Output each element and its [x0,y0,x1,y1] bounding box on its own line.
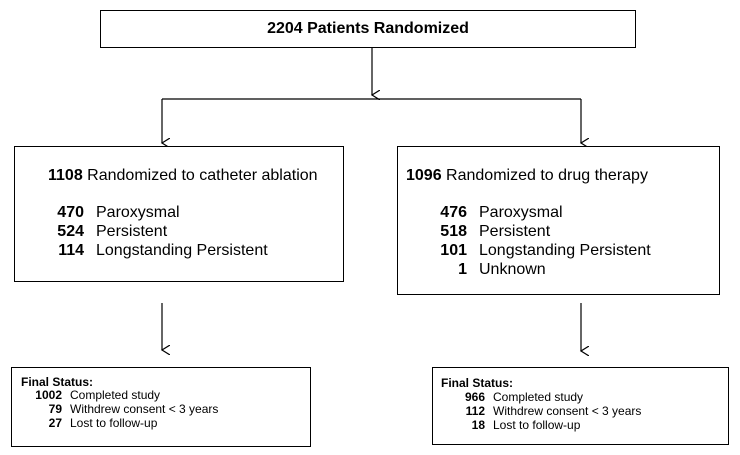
randomized-total-box: 2204 Patients Randomized [100,10,636,48]
drug-arm-label: Randomized to drug therapy [446,167,648,184]
ablation-arm-count: 1108 [48,167,83,184]
ablation-arm-box: 1108 Randomized to catheter ablation 470… [14,146,344,282]
ablation-arm-label: Randomized to catheter ablation [87,167,318,184]
drug-arm-count: 1096 [406,167,442,184]
drug-arm-heading: 1096 Randomized to drug therapy [406,167,648,185]
randomized-total-count: 2204 [267,20,303,37]
ablation-arm-heading: 1108 Randomized to catheter ablation [48,167,318,185]
randomized-total-label: Patients Randomized [307,20,469,37]
drug-final-title: Final Status: [441,376,514,390]
ablation-final-title: Final Status: [21,375,94,389]
